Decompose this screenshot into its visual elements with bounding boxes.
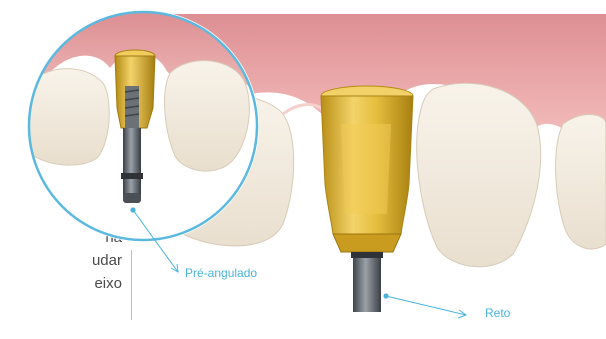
callout-pre-angled-label: Pré-angulado — [185, 266, 257, 280]
description-line: udar — [0, 249, 130, 272]
section-divider — [131, 250, 132, 320]
description-line: eixo — [0, 272, 130, 295]
callout-straight-label: Reto — [485, 306, 510, 320]
magnified-detail-circle-icon — [25, 8, 261, 244]
